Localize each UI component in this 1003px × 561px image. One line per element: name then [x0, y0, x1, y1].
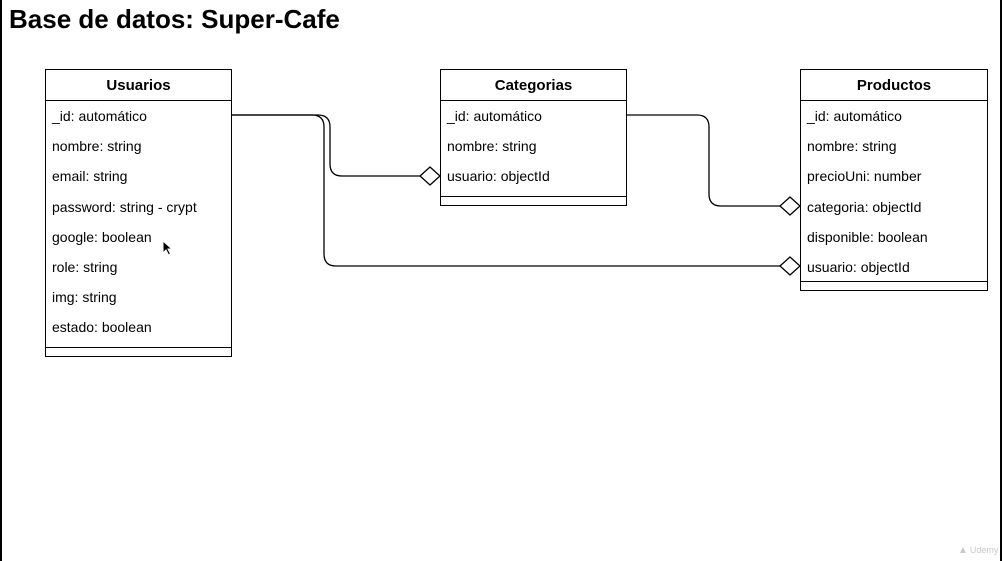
- watermark-text: Udemy: [969, 545, 999, 555]
- field-id[interactable]: _id: automático: [807, 108, 902, 124]
- entity-methods-section: [441, 196, 626, 205]
- udemy-logo-icon: ▲: [958, 545, 968, 556]
- field-google[interactable]: google: boolean: [52, 228, 152, 245]
- field-nombre[interactable]: nombre: string: [52, 138, 142, 155]
- field-role[interactable]: role: string: [52, 258, 118, 275]
- field-password[interactable]: password: string - crypt: [52, 198, 197, 215]
- field-id[interactable]: _id: automático: [52, 108, 147, 124]
- field-disponible[interactable]: disponible: boolean: [807, 228, 928, 245]
- entity-usuarios[interactable]: Usuarios _id: automático nombre: string …: [45, 69, 232, 357]
- field-usuario[interactable]: usuario: objectId: [447, 168, 550, 185]
- entity-methods-section: [46, 347, 231, 356]
- page-title: Base de datos: Super-Cafe: [9, 4, 340, 34]
- entity-title: Usuarios: [46, 70, 231, 101]
- entity-field-list: _id: automático nombre: string usuario: …: [441, 101, 626, 192]
- entity-methods-section: [801, 281, 987, 290]
- field-estado[interactable]: estado: boolean: [52, 319, 152, 336]
- field-nombre[interactable]: nombre: string: [447, 138, 537, 155]
- connector-categorias-productos[interactable]: [627, 114, 780, 207]
- field-id[interactable]: _id: automático: [447, 108, 542, 124]
- entity-title: Categorias: [441, 70, 626, 101]
- entity-productos[interactable]: Productos _id: automático nombre: string…: [800, 69, 988, 291]
- frame-right-border: [1000, 0, 1002, 561]
- mouse-pointer-icon: [162, 240, 174, 256]
- open-diamond-icon: [779, 196, 801, 216]
- open-diamond-icon: [779, 256, 801, 276]
- field-categoria[interactable]: categoria: objectId: [807, 198, 922, 215]
- field-nombre[interactable]: nombre: string: [807, 138, 897, 155]
- frame-left-border: [0, 0, 2, 561]
- entity-categorias[interactable]: Categorias _id: automático nombre: strin…: [440, 69, 627, 206]
- field-email[interactable]: email: string: [52, 168, 128, 185]
- entity-title: Productos: [801, 70, 987, 101]
- open-diamond-icon: [419, 166, 441, 186]
- connector-usuarios-productos[interactable]: [232, 114, 780, 267]
- connector-usuarios-categorias[interactable]: [232, 114, 420, 177]
- entity-field-list: _id: automático nombre: string precioUni…: [801, 101, 987, 282]
- field-preciouni[interactable]: precioUni: number: [807, 168, 922, 185]
- field-img[interactable]: img: string: [52, 289, 117, 306]
- entity-field-list: _id: automático nombre: string email: st…: [46, 101, 231, 343]
- udemy-watermark: ▲Udemy: [958, 545, 998, 556]
- field-usuario[interactable]: usuario: objectId: [807, 258, 910, 275]
